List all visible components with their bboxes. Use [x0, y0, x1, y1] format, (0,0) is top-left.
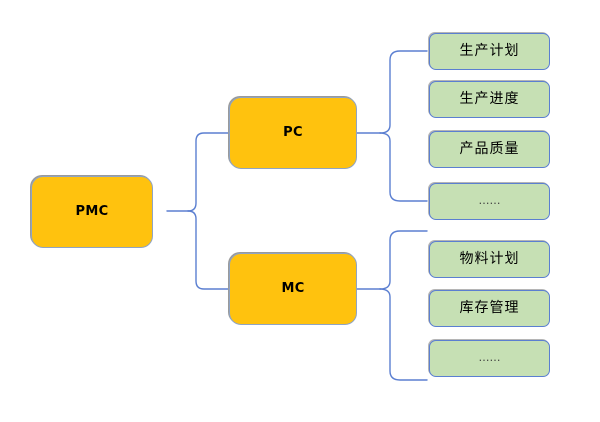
leaf-pc-2[interactable]: 生产进度 — [429, 81, 550, 118]
leaf-pc-4-label: …… — [478, 194, 501, 208]
leaf-pc-3-label: 产品质量 — [459, 141, 520, 158]
leaf-mc-2-label: 库存管理 — [459, 300, 520, 317]
connector-root-to-mc — [187, 210, 229, 290]
node-pc[interactable]: PC — [229, 97, 357, 169]
connector-root-to-pc — [187, 132, 229, 212]
leaf-pc-3[interactable]: 产品质量 — [429, 131, 550, 168]
connector-mc-to-leaf-3 — [379, 288, 428, 381]
leaf-pc-4[interactable]: …… — [429, 183, 550, 220]
leaf-pc-2-label: 生产进度 — [459, 91, 520, 108]
leaf-mc-1-label: 物料计划 — [459, 251, 520, 268]
connector-mc-to-leaf-1 — [379, 230, 428, 290]
leaf-pc-1[interactable]: 生产计划 — [429, 33, 550, 70]
node-mc-label: MC — [281, 280, 305, 296]
leaf-mc-1[interactable]: 物料计划 — [429, 241, 550, 278]
connector-pc-to-leaf-1 — [379, 50, 428, 134]
leaf-mc-3-label: …… — [478, 351, 501, 365]
leaf-mc-3[interactable]: …… — [429, 340, 550, 377]
node-pmc[interactable]: PMC — [31, 176, 153, 248]
connector-pc-to-leaf-4 — [379, 132, 428, 202]
leaf-mc-2[interactable]: 库存管理 — [429, 290, 550, 327]
leaf-pc-1-label: 生产计划 — [459, 43, 520, 60]
node-pmc-label: PMC — [75, 203, 109, 219]
node-pc-label: PC — [283, 124, 303, 140]
node-mc[interactable]: MC — [229, 253, 357, 325]
